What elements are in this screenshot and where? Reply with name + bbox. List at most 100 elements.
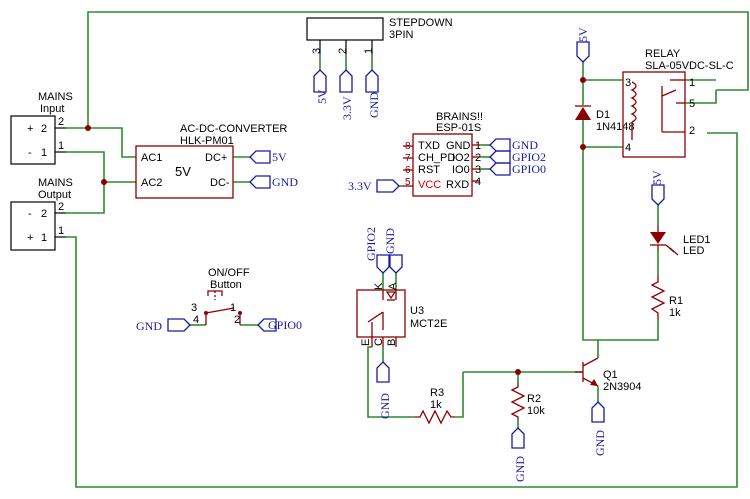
svg-text:1: 1 bbox=[230, 302, 236, 314]
svg-text:AC1: AC1 bbox=[141, 152, 162, 164]
stepdown-pins-label: 3PIN bbox=[389, 29, 414, 41]
svg-text:GPIO2: GPIO2 bbox=[364, 227, 378, 261]
svg-text:2: 2 bbox=[41, 208, 47, 220]
svg-text:4: 4 bbox=[475, 176, 481, 188]
svg-text:GND: GND bbox=[512, 138, 538, 152]
svg-text:3.3V: 3.3V bbox=[348, 179, 372, 193]
svg-text:2: 2 bbox=[41, 123, 47, 135]
svg-text:GND: GND bbox=[136, 319, 162, 333]
esp-01s-module: BRAINS!! ESP-01S TXD CH_PD RST VCC GND I… bbox=[403, 111, 483, 197]
svg-text:4: 4 bbox=[193, 314, 199, 326]
svg-text:4: 4 bbox=[625, 142, 631, 154]
resistor-r1: R1 1k bbox=[650, 275, 683, 320]
svg-text:CH_PD: CH_PD bbox=[418, 152, 455, 164]
transistor-q1: Q1 2N3904 bbox=[575, 357, 642, 393]
svg-text:B: B bbox=[386, 339, 398, 346]
svg-text:2: 2 bbox=[58, 201, 64, 213]
svg-text:GND: GND bbox=[593, 430, 607, 456]
q1-model: 2N3904 bbox=[603, 381, 642, 393]
stepdown-title: STEPDOWN bbox=[389, 17, 453, 29]
net-tag-3v3-stepdown: 3.3V bbox=[339, 69, 354, 120]
mains-output-subtitle: Output bbox=[38, 189, 71, 201]
svg-text:1: 1 bbox=[58, 140, 64, 152]
svg-text:2: 2 bbox=[58, 116, 64, 128]
led1: LED1 LED bbox=[650, 225, 711, 257]
r2-value: 10k bbox=[527, 405, 545, 417]
d1-model: 1N4148 bbox=[596, 121, 635, 133]
relay-title: RELAY bbox=[645, 48, 681, 60]
svg-text:5V: 5V bbox=[650, 170, 664, 185]
net-tag-gpio0-switch: GPIO0 bbox=[257, 318, 302, 332]
wires bbox=[66, 11, 749, 488]
svg-text:GND: GND bbox=[367, 92, 381, 118]
net-tag-gpio0-esp: GPIO0 bbox=[489, 162, 546, 176]
svg-text:5V: 5V bbox=[315, 89, 329, 104]
r3-value: 1k bbox=[430, 399, 442, 411]
opto-ref: U3 bbox=[410, 305, 424, 317]
svg-text:GND: GND bbox=[272, 175, 298, 189]
mains-output-connector: MAINS Output - 2 + 1 2 1 bbox=[10, 177, 73, 251]
svg-text:VCC: VCC bbox=[418, 179, 441, 191]
net-tag-gnd-opto-bottom: GND bbox=[376, 361, 392, 419]
svg-text:TXD: TXD bbox=[418, 140, 440, 152]
mains-output-plus: + bbox=[27, 232, 33, 244]
svg-text:2: 2 bbox=[689, 125, 695, 137]
opto-model: MCT2E bbox=[410, 318, 447, 330]
svg-text:1: 1 bbox=[689, 77, 695, 89]
svg-text:GPIO0: GPIO0 bbox=[268, 318, 302, 332]
mains-input-plus: + bbox=[27, 123, 33, 135]
svg-text:5V: 5V bbox=[576, 27, 590, 42]
optocoupler-mct2e: K A E C B U3 MCT2E bbox=[356, 282, 447, 347]
svg-text:K: K bbox=[373, 282, 385, 290]
svg-text:2: 2 bbox=[337, 48, 349, 54]
net-tag-gpio2-opto: GPIO2 bbox=[364, 227, 390, 274]
brains-title: BRAINS!! bbox=[436, 111, 483, 123]
mains-input-minus: - bbox=[28, 147, 32, 159]
svg-text:A: A bbox=[387, 282, 399, 290]
mains-input-connector: MAINS Input + 2 - 1 2 1 bbox=[10, 91, 73, 165]
svg-text:RXD: RXD bbox=[446, 179, 469, 191]
svg-text:GND: GND bbox=[378, 393, 392, 419]
mains-input-subtitle: Input bbox=[40, 103, 64, 115]
net-tag-5v-stepdown: 5V bbox=[313, 69, 329, 104]
stepdown-module: STEPDOWN 3PIN 3 2 1 bbox=[306, 17, 453, 54]
r1-ref: R1 bbox=[669, 295, 683, 307]
svg-text:1: 1 bbox=[475, 140, 481, 152]
net-tag-gnd-converter: GND bbox=[249, 175, 298, 189]
net-tag-5v-led: 5V bbox=[650, 170, 665, 206]
mains-input-title: MAINS bbox=[38, 91, 73, 103]
svg-text:GPIO0: GPIO0 bbox=[512, 162, 546, 176]
switch-title: ON/OFF bbox=[208, 267, 250, 279]
svg-text:DC-: DC- bbox=[210, 177, 230, 189]
svg-text:1: 1 bbox=[41, 147, 47, 159]
svg-text:1: 1 bbox=[41, 232, 47, 244]
svg-text:3: 3 bbox=[191, 302, 197, 314]
svg-text:E: E bbox=[360, 339, 372, 346]
svg-text:IO0: IO0 bbox=[452, 164, 470, 176]
d1-ref: D1 bbox=[596, 109, 610, 121]
resistor-r3: R3 1k bbox=[415, 387, 455, 425]
svg-text:GND: GND bbox=[383, 228, 397, 254]
net-tag-gnd-q1: GND bbox=[591, 401, 607, 456]
svg-text:1: 1 bbox=[363, 48, 375, 54]
svg-text:AC2: AC2 bbox=[141, 177, 162, 189]
diode-d1: D1 1N4148 bbox=[575, 105, 635, 133]
r1-value: 1k bbox=[669, 307, 681, 319]
converter-model: HLK-PM01 bbox=[180, 135, 234, 147]
net-tag-gnd-switch: GND bbox=[136, 318, 191, 333]
net-tag-gnd-opto-top: GND bbox=[383, 228, 403, 274]
led1-ref: LED1 bbox=[683, 234, 711, 246]
svg-text:GPIO2: GPIO2 bbox=[512, 150, 546, 164]
r2-ref: R2 bbox=[527, 393, 541, 405]
net-tag-5v-converter: 5V bbox=[249, 150, 287, 164]
on-off-switch: ON/OFF Button 3 4 1 2 bbox=[191, 267, 250, 326]
svg-text:3: 3 bbox=[475, 164, 481, 176]
svg-text:2: 2 bbox=[234, 314, 240, 326]
switch-subtitle: Button bbox=[210, 279, 242, 291]
q1-ref: Q1 bbox=[603, 369, 618, 381]
svg-text:5: 5 bbox=[689, 98, 695, 110]
net-tag-5v-relay: 5V bbox=[576, 27, 590, 63]
svg-text:5: 5 bbox=[405, 177, 411, 188]
net-tag-gnd-stepdown: GND bbox=[365, 69, 381, 118]
